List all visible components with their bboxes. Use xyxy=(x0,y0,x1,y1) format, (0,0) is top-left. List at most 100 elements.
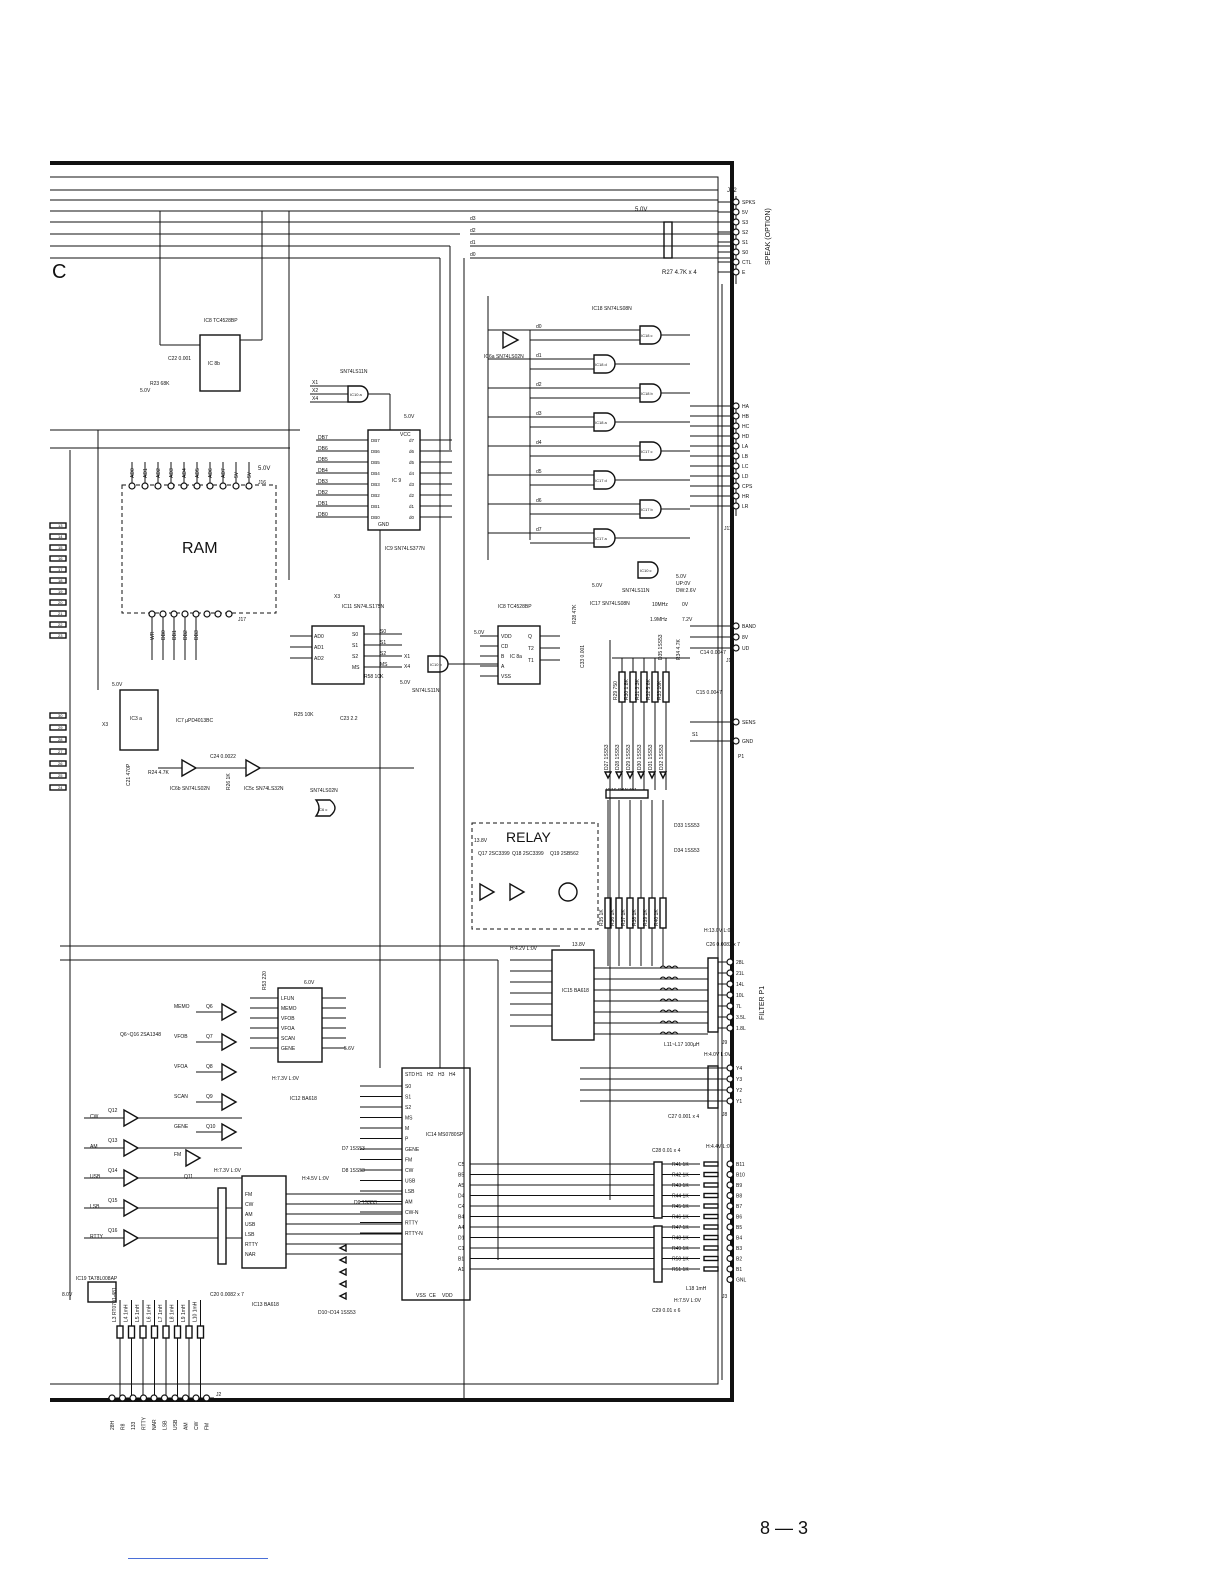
ic9-right-pin: d0 xyxy=(409,515,415,520)
ic14-right-pin: A1 xyxy=(458,1267,464,1273)
transistor-signal: RTTY xyxy=(90,1234,104,1240)
transistor-label: Q13 xyxy=(108,1138,118,1144)
ic13-pin: RTTY xyxy=(245,1242,259,1248)
transistor xyxy=(123,1228,140,1248)
svg-text:Q17 2SC3399: Q17 2SC3399 xyxy=(478,851,510,857)
resistor-label: R47 1K xyxy=(672,1225,689,1231)
resistor-label: R30 1.8K xyxy=(624,678,630,700)
svg-text:X3: X3 xyxy=(102,722,108,728)
j3-pin xyxy=(726,1202,734,1210)
svg-text:H:7.3V L:0V: H:7.3V L:0V xyxy=(272,1076,300,1082)
transistor-signal: VFOA xyxy=(174,1064,188,1070)
j11-pin xyxy=(732,432,740,440)
resistor xyxy=(703,1182,719,1188)
ic9-left-pin: DB1 xyxy=(318,501,328,507)
resistor xyxy=(703,1224,719,1230)
transistor-label: Q9 xyxy=(206,1094,213,1100)
resistor-label: R38 1K xyxy=(632,909,638,926)
svg-text:X1: X1 xyxy=(404,654,410,660)
resistor-label: R46 1K xyxy=(672,1215,689,1221)
and-gate-label: IC18 d xyxy=(595,362,607,367)
j11-pin-label: HA xyxy=(742,404,750,410)
ic9-inner-left-pin: DB3 xyxy=(371,482,380,487)
svg-text:5.0V: 5.0V xyxy=(404,414,415,420)
svg-text:13.8V: 13.8V xyxy=(572,942,586,948)
svg-text:C20 0.0082 x 7: C20 0.0082 x 7 xyxy=(210,1292,244,1298)
diode xyxy=(338,1255,347,1265)
ic13-pin: FM xyxy=(245,1192,252,1198)
svg-text:P1: P1 xyxy=(738,754,744,760)
edge-pin-label: 22 xyxy=(58,622,63,627)
relay-block: RELAY 13.8V Q17 2SC3399 Q18 2SC3399 Q19 … xyxy=(471,822,599,930)
resistor-label: R37 1K xyxy=(621,909,627,926)
ram-top-pin-label: 5V xyxy=(247,471,253,478)
and-gate-label: IC17 d xyxy=(595,478,607,483)
j9-pin-label: 10L xyxy=(736,993,745,999)
j11-pin-label: HC xyxy=(742,424,750,430)
j2-pin xyxy=(150,1394,158,1402)
svg-text:J17: J17 xyxy=(238,617,246,623)
transistor-signal: MEMO xyxy=(174,1004,190,1010)
svg-text:8.0V: 8.0V xyxy=(62,1292,73,1298)
svg-text:D8 1SS53: D8 1SS53 xyxy=(342,1168,365,1174)
j3-pin xyxy=(726,1223,734,1231)
ic9-inner-left-pin: DB7 xyxy=(371,438,380,443)
ic12-pin: VFOA xyxy=(281,1026,295,1032)
transistor-label: Q14 xyxy=(108,1168,118,1174)
svg-text:d2: d2 xyxy=(470,228,476,234)
transistor xyxy=(123,1198,140,1218)
svg-text:0V: 0V xyxy=(682,602,689,608)
transistor xyxy=(123,1138,140,1158)
edge-pin xyxy=(49,736,67,743)
ic18-label: IC18 SN74LS08N xyxy=(592,306,632,312)
ram-bottom-pin-label: DB1 xyxy=(172,630,178,640)
j12-pin xyxy=(732,218,740,226)
svg-text:5.0V: 5.0V xyxy=(140,388,151,394)
ram-label: RAM xyxy=(182,540,218,557)
p1-pin xyxy=(732,737,740,745)
edge-pin-label: 24 xyxy=(58,785,63,790)
edge-pin-label: 18 xyxy=(58,578,63,583)
svg-text:IC6b SN74LS02N: IC6b SN74LS02N xyxy=(170,786,210,792)
j2-pin-label: RTTY xyxy=(142,1416,148,1430)
svg-text:J1: J1 xyxy=(726,658,732,664)
j2-pin xyxy=(192,1394,200,1402)
and-gate xyxy=(639,383,662,403)
j3-pin-label: B11 xyxy=(736,1162,745,1168)
ic9-inner-left-pin: DB0 xyxy=(371,515,380,520)
coil-label: L3 RT0701-481 xyxy=(112,1287,118,1322)
svg-text:C15 0.0047: C15 0.0047 xyxy=(696,690,722,696)
edge-pin xyxy=(49,533,67,540)
ic14-right-pin: D4 xyxy=(458,1194,465,1200)
edge-pin xyxy=(49,748,67,755)
resistor xyxy=(703,1255,719,1262)
svg-text:R28 47K: R28 47K xyxy=(572,604,578,624)
j8-pin xyxy=(726,1086,734,1094)
diode-label: D28 1SS53 xyxy=(615,744,621,770)
svg-text:6.0V: 6.0V xyxy=(304,980,315,986)
j3-pin-label: B4 xyxy=(736,1236,742,1242)
ic8b-label: IC8 TC4528BP xyxy=(204,318,238,324)
svg-text:D34 1SS53: D34 1SS53 xyxy=(674,848,700,854)
edge-pin-label: 29 xyxy=(58,725,63,730)
j12-pin-label: S1 xyxy=(742,240,748,246)
j9-pin xyxy=(726,958,734,966)
j2-pin xyxy=(108,1394,116,1402)
q6-q16-label: Q6~Q16 2SA1348 xyxy=(120,1032,161,1038)
svg-text:5.0V: 5.0V xyxy=(112,682,123,688)
svg-text:IC10 b: IC10 b xyxy=(430,662,443,667)
svg-text:D35 1SS53: D35 1SS53 xyxy=(658,634,664,660)
svg-text:C29 0.01 x 6: C29 0.01 x 6 xyxy=(652,1308,681,1314)
svg-text:5.6V: 5.6V xyxy=(344,1046,355,1052)
diode xyxy=(658,771,668,780)
ic13-pin: AM xyxy=(245,1212,253,1218)
svg-text:L11~L17 100µH: L11~L17 100µH xyxy=(664,1042,700,1048)
ic14-label: IC14 MS0780SP xyxy=(426,1132,464,1138)
ic14-right-pin: B1 xyxy=(458,1257,464,1263)
j3-pin xyxy=(726,1244,734,1252)
ram-top-pin xyxy=(154,482,162,490)
ic10c-gate: IC10 c IC17 SN74LS08N 5.0V 5.0V UP:0V DW… xyxy=(590,561,697,607)
